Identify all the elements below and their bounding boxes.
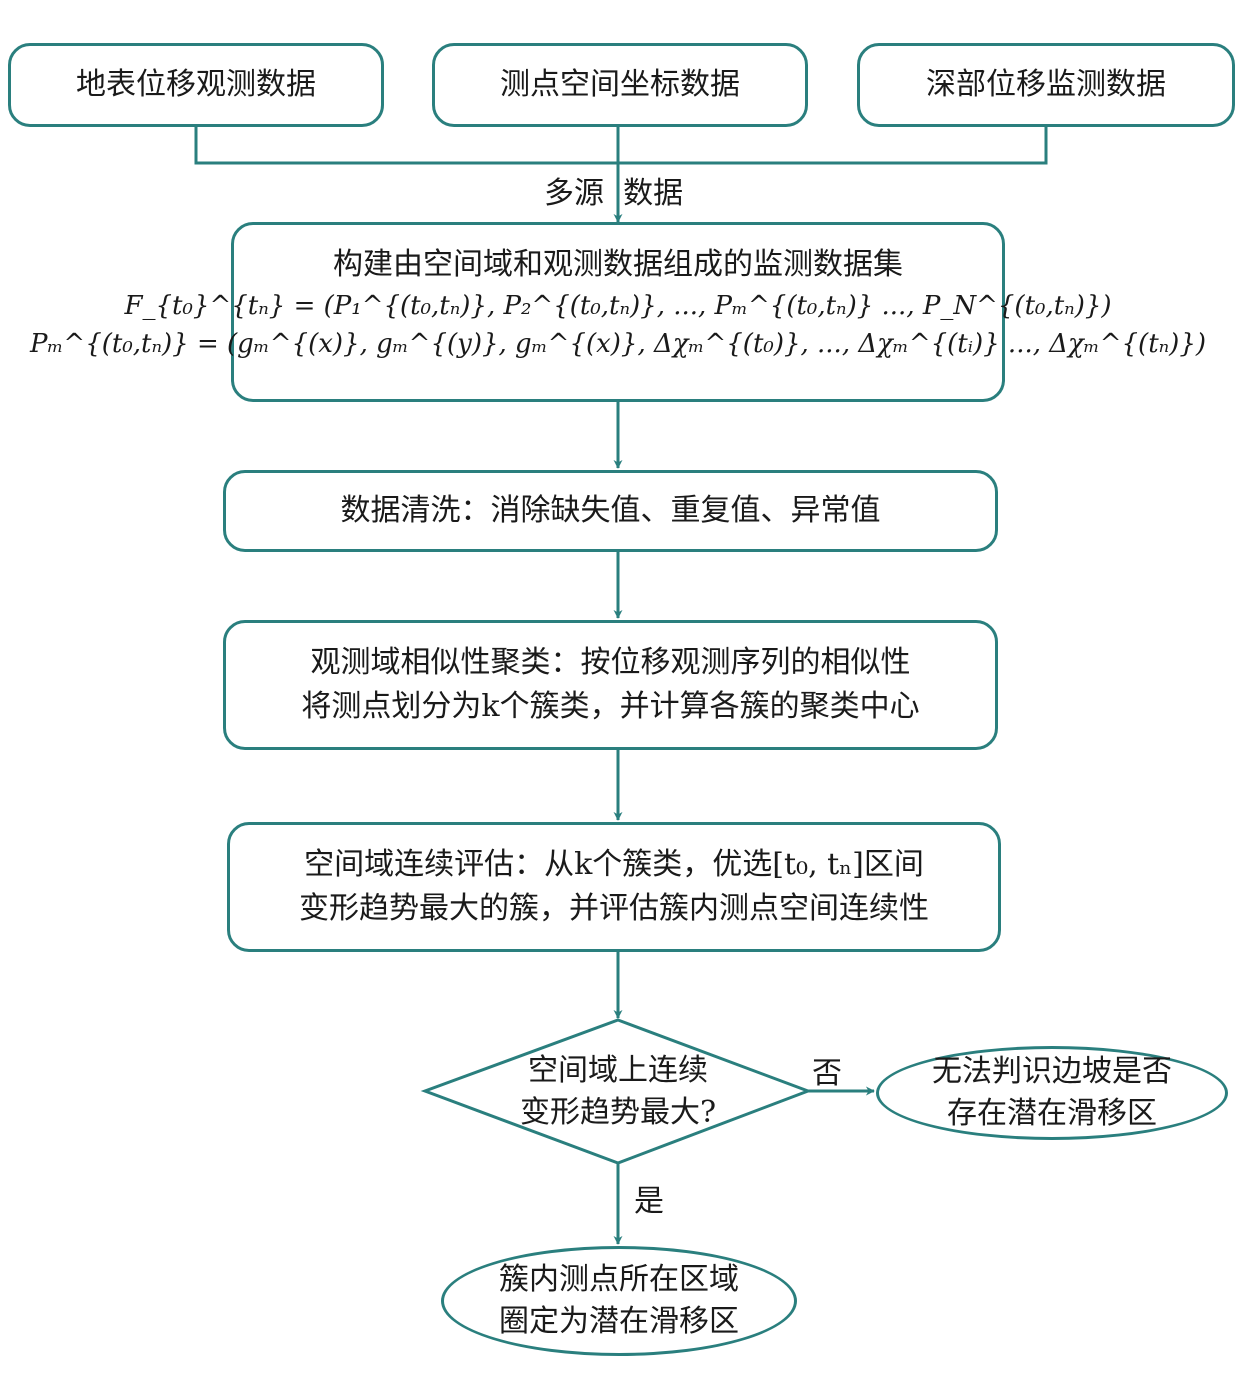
yes-result-line-2: 圈定为潜在滑移区 <box>499 1304 739 1339</box>
dataset-title: 构建由空间域和观测数据组成的监测数据集 <box>333 247 903 282</box>
source-surface-displacement-label: 地表位移观测数据 <box>76 67 316 102</box>
spatial-line-2: 变形趋势最大的簇，并评估簇内测点空间连续性 <box>299 891 929 926</box>
source-point-coordinates-label: 测点空间坐标数据 <box>500 67 740 102</box>
data-cleaning-box: 数据清洗：消除缺失值、重复值、异常值 <box>223 470 998 552</box>
source-deep-displacement-label: 深部位移监测数据 <box>926 67 1166 102</box>
merge-edge-label: 多源 数据 <box>544 176 683 212</box>
no-result-line-1: 无法判识边坡是否 <box>932 1054 1172 1089</box>
decision-line-2: 变形趋势最大? <box>519 1095 717 1130</box>
dataset-formula-f: F_{t₀}^{tₙ} = (P₁^{(t₀,tₙ)}, P₂^{(t₀,tₙ)… <box>124 291 1112 321</box>
source-deep-displacement: 深部位移监测数据 <box>857 43 1235 127</box>
yes-result-line-1: 簇内测点所在区域 <box>499 1262 739 1297</box>
source-point-coordinates: 测点空间坐标数据 <box>432 43 808 127</box>
yes-result-ellipse: 簇内测点所在区域 圈定为潜在滑移区 <box>441 1246 797 1356</box>
spatial-continuity-box: 空间域连续评估：从k个簇类，优选[t₀, tₙ]区间 变形趋势最大的簇，并评估簇… <box>227 822 1001 952</box>
merge-connector <box>194 126 1048 165</box>
decision-text: 空间域上连续 变形趋势最大? <box>468 1048 768 1136</box>
no-edge-label-text: 否 <box>812 1056 842 1091</box>
dataset-construction-box: 构建由空间域和观测数据组成的监测数据集 F_{t₀}^{tₙ} = (P₁^{(… <box>30 222 1206 402</box>
merge-edge-label-text: 多源 数据 <box>544 176 684 211</box>
no-edge-label: 否 <box>812 1056 842 1092</box>
similarity-clustering-box: 观测域相似性聚类：按位移观测序列的相似性 将测点划分为k个簇类，并计算各簇的聚类… <box>223 620 998 750</box>
decision-line-1: 空间域上连续 <box>528 1053 708 1088</box>
clustering-line-1: 观测域相似性聚类：按位移观测序列的相似性 <box>310 645 911 680</box>
no-result-ellipse: 无法判识边坡是否 存在潜在滑移区 <box>876 1046 1228 1140</box>
data-cleaning-label: 数据清洗：消除缺失值、重复值、异常值 <box>340 493 881 528</box>
no-result-line-2: 存在潜在滑移区 <box>947 1096 1157 1131</box>
dataset-formula-p: Pₘ^{(t₀,tₙ)} = (gₘ^{(x)}, gₘ^{(y)}, gₘ^{… <box>29 329 1207 359</box>
yes-edge-label-text: 是 <box>634 1184 664 1219</box>
spatial-line-1: 空间域连续评估：从k个簇类，优选[t₀, tₙ]区间 <box>304 847 924 882</box>
clustering-line-2: 将测点划分为k个簇类，并计算各簇的聚类中心 <box>301 689 920 724</box>
source-surface-displacement: 地表位移观测数据 <box>8 43 384 127</box>
yes-edge-label: 是 <box>634 1184 664 1220</box>
